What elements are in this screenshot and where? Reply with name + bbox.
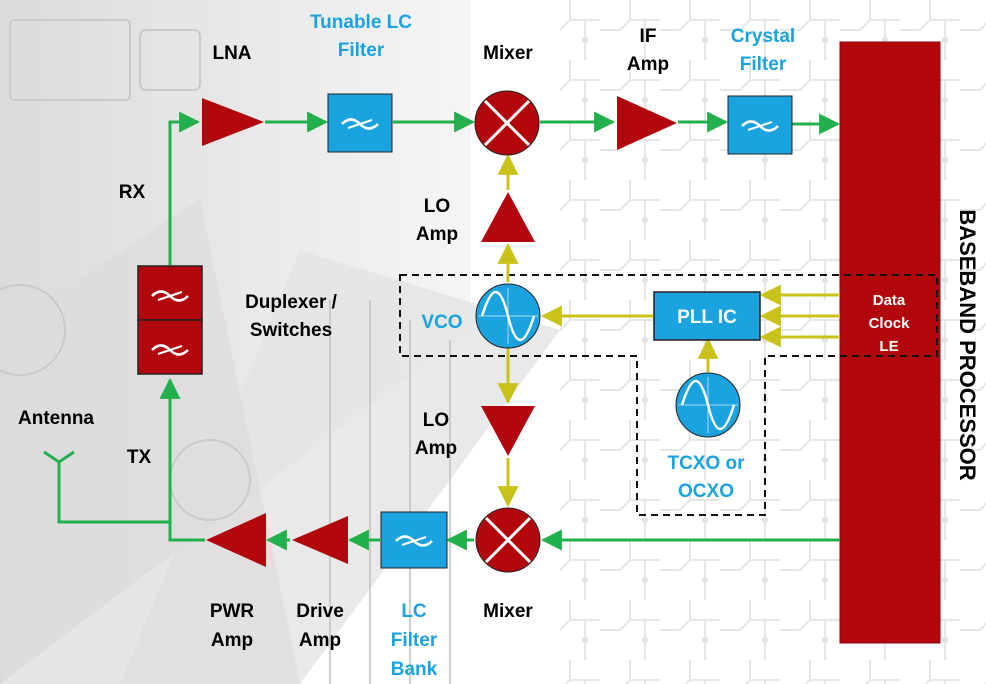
label-pll-ic: PLL IC	[677, 307, 737, 328]
label-lo-amp-bottom-line2: Amp	[415, 438, 457, 459]
label-pll-clock: Clock	[869, 315, 911, 332]
label-tunable-filter-line1: Tunable LC	[310, 12, 412, 33]
satellite-dish-photo-region	[0, 200, 300, 684]
label-pll-le: LE	[879, 338, 898, 355]
label-duplexer-line2: Switches	[250, 320, 332, 341]
label-drive-amp-line2: Amp	[299, 630, 341, 651]
vco-oscillator	[475, 283, 541, 349]
crystal-filter-block	[727, 95, 793, 155]
label-pll-data: Data	[873, 292, 906, 309]
label-lc-filter-bank-line2: Filter	[391, 630, 438, 651]
antenna-icon	[43, 450, 75, 470]
label-lc-filter-bank-line1: LC	[401, 601, 427, 622]
duplexer-block	[137, 265, 203, 375]
label-lo-amp-top-line2: Amp	[416, 224, 458, 245]
label-tunable-filter-line2: Filter	[338, 40, 385, 61]
lna-amplifier	[202, 98, 264, 146]
if-amplifier	[617, 96, 677, 150]
label-duplexer-line1: Duplexer /	[245, 292, 338, 313]
lo-amplifier-top	[481, 192, 535, 242]
label-rx: RX	[119, 182, 146, 203]
label-tcxo-line2: OCXO	[678, 481, 734, 502]
label-antenna: Antenna	[18, 408, 94, 429]
label-crystal-filter-line2: Filter	[740, 54, 787, 75]
label-crystal-filter-line1: Crystal	[731, 26, 795, 47]
label-mixer-rx: Mixer	[483, 43, 533, 64]
label-lna: LNA	[212, 43, 251, 64]
label-if-amp-line1: IF	[640, 26, 657, 47]
label-vco: VCO	[421, 312, 462, 333]
baseband-processor-block	[839, 41, 941, 644]
mixer-rx	[474, 90, 540, 156]
label-pwr-amp-line1: PWR	[210, 601, 255, 622]
lc-filter-bank-block	[380, 511, 448, 569]
drive-amplifier	[292, 516, 348, 564]
rx-path-duplexer-to-lna	[168, 111, 201, 265]
lo-amplifier-bottom	[481, 406, 535, 456]
pll-ic-block	[653, 291, 761, 341]
baseband-processor-label: BASEBAND PROCESSOR	[955, 209, 980, 480]
tcxo-oscillator	[675, 372, 741, 438]
label-if-amp-line2: Amp	[627, 54, 669, 75]
label-lc-filter-bank-line3: Bank	[391, 659, 438, 680]
pll-dashed-region	[399, 274, 938, 516]
label-drive-amp-line1: Drive	[296, 601, 344, 622]
label-mixer-tx: Mixer	[483, 601, 533, 622]
tunable-lc-filter-block	[327, 93, 393, 153]
power-amplifier	[206, 513, 266, 567]
label-tx: TX	[127, 447, 152, 468]
label-tcxo-line1: TCXO or	[667, 453, 745, 474]
antenna-feed-line-visible	[57, 463, 170, 524]
label-lo-amp-top-line1: LO	[424, 196, 450, 217]
tx-path-pwramp-to-duplexer	[159, 377, 205, 542]
mixer-tx	[475, 507, 541, 573]
label-pwr-amp-line2: Amp	[211, 630, 253, 651]
label-lo-amp-bottom-line1: LO	[423, 410, 449, 431]
